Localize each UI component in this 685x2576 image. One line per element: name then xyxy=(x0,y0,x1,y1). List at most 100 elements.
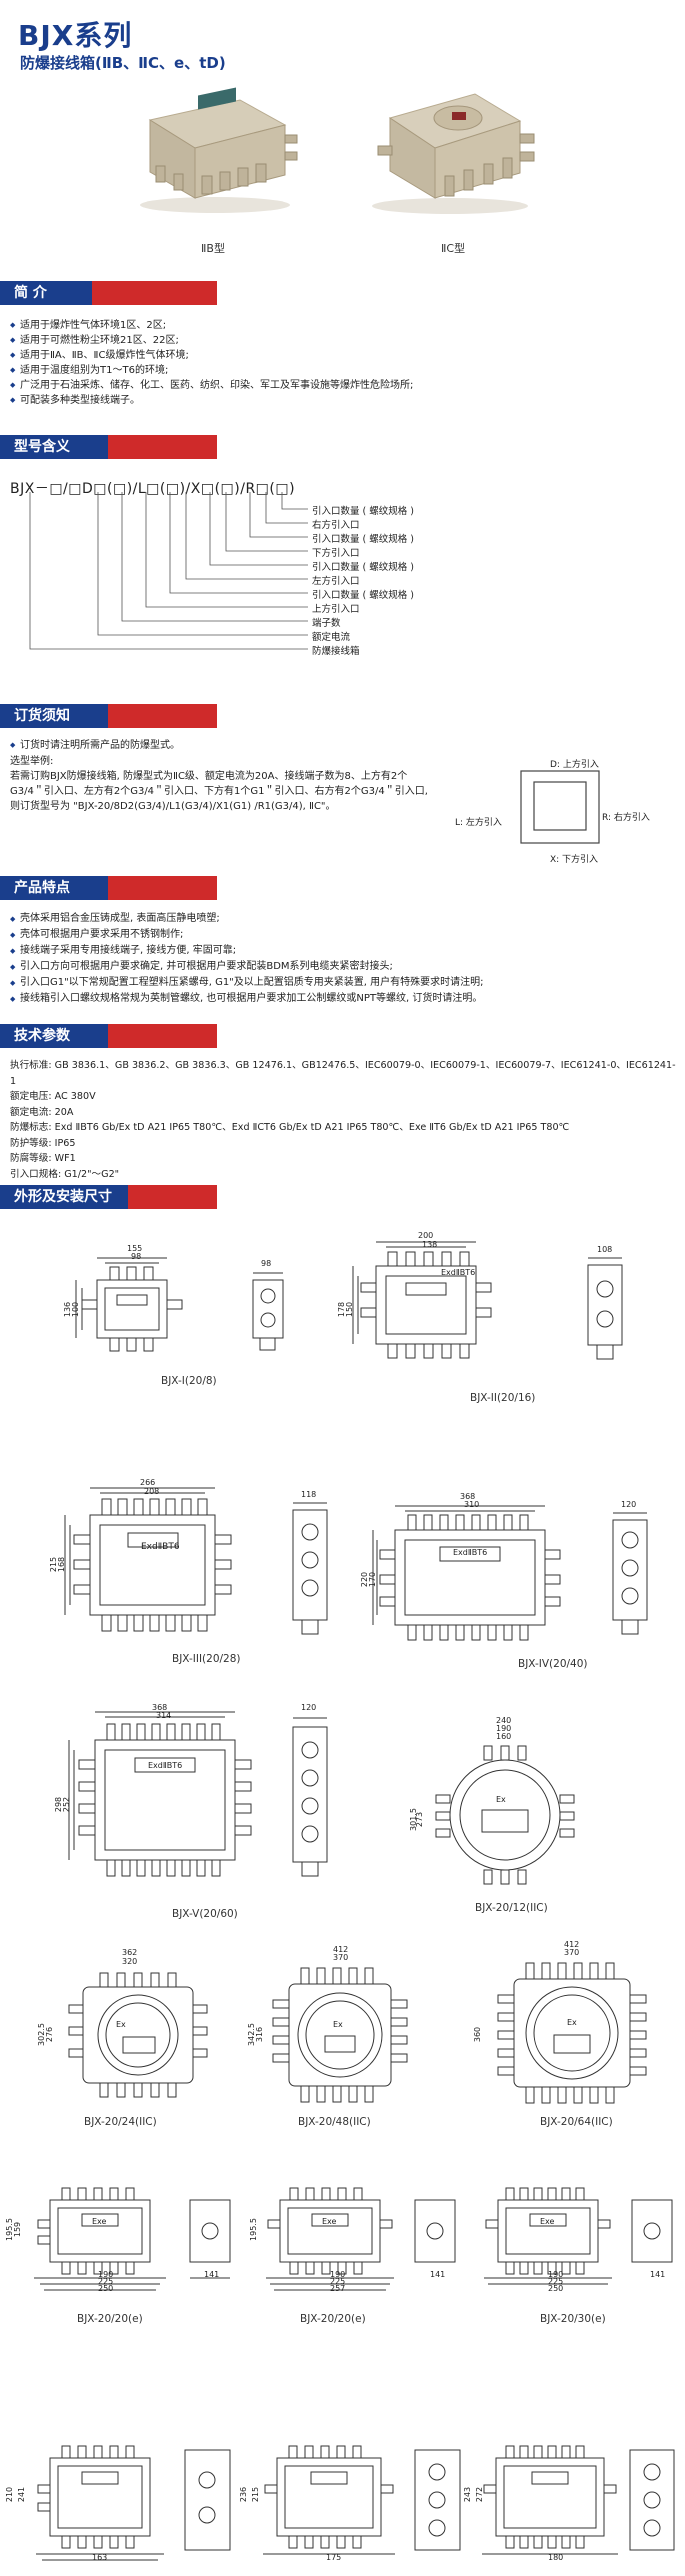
drawing-bottom-3 xyxy=(482,2445,675,2555)
features-list: 壳体采用铝合金压铸成型, 表面高压静电喷塑; 壳体可根据用户要求采用不锈钢制作;… xyxy=(10,911,484,1007)
product-caption-iic: ⅡC型 xyxy=(441,242,466,255)
dim-label: 108 xyxy=(597,1245,613,1254)
dim-label: 273 xyxy=(415,1811,425,1828)
direction-right-label: R: 右方引入 xyxy=(602,813,650,823)
drawing-bjx-iv-front xyxy=(372,1505,561,1641)
drawing-caption: BJX-IV(20/40) xyxy=(518,1658,588,1670)
intro-item: 适用于温度组别为T1～T6的环境; xyxy=(10,363,413,378)
intro-item: 适用于ⅡA、ⅡB、ⅡC级爆炸性气体环境; xyxy=(10,348,413,363)
plate-label: Exe xyxy=(92,2217,107,2226)
model-label: 引入口数量 ( 螺纹规格 ) xyxy=(312,590,414,601)
dim-label: 141 xyxy=(650,2270,666,2279)
tech-row: 额定电压: AC 380V xyxy=(10,1091,96,1102)
dim-label: 98 xyxy=(261,1259,272,1268)
dim-label: 150 xyxy=(345,1301,355,1318)
section-tech-header: 技术参数 xyxy=(0,1024,217,1048)
order-example: 选型举例: 若需订购BJX防爆接线箱, 防爆型式为ⅡC级、额定电流为20A、接线… xyxy=(10,754,470,814)
dim-label: 272 xyxy=(475,2486,485,2503)
tech-params: 执行标准: GB 3836.1、GB 3836.2、GB 3836.3、GB 1… xyxy=(10,1058,680,1182)
drawing-caption: BJX-20/30(e) xyxy=(540,2313,606,2325)
drawing-bjx-ii-side xyxy=(587,1257,623,1360)
dim-label: 412 xyxy=(333,1945,349,1954)
intro-item: 可配装多种类型接线端子。 xyxy=(10,393,413,408)
page-title: BJX系列 xyxy=(18,19,133,52)
intro-item: 适用于可燃性粉尘环境21区、22区; xyxy=(10,333,413,348)
dim-label: 370 xyxy=(564,1948,580,1957)
section-drawings-header: 外形及安装尺寸 xyxy=(0,1185,217,1209)
feature-item: 接线端子采用专用接线端子, 接线方便, 牢固可靠; xyxy=(10,943,484,959)
drawing-caption: BJX-II(20/16) xyxy=(470,1392,536,1404)
tech-row: 防爆标志: Exd ⅡBT6 Gb/Ex tD A21 IP65 T80℃、Ex… xyxy=(10,1122,570,1133)
model-label: 端子数 xyxy=(312,618,341,629)
order-line: 若需订购BJX防爆接线箱, 防爆型式为ⅡC级、额定电流为20A、接线端子数为8、… xyxy=(10,771,408,782)
intro-list: 适用于爆炸性气体环境1区、2区; 适用于可燃性粉尘环境21区、22区; 适用于Ⅱ… xyxy=(10,318,413,408)
dim-label: 190 xyxy=(98,2270,114,2279)
dim-label: 159 xyxy=(13,2221,23,2238)
drawing-caption: BJX-20/20(e) xyxy=(300,2313,366,2325)
drawing-bjx-v-side xyxy=(292,1717,328,1877)
drawing-caption: BJX-20/12(IIC) xyxy=(475,1902,548,1914)
plate-label: Ex xyxy=(116,2020,126,2029)
drawing-bottom-1 xyxy=(36,2445,231,2561)
tech-row: 防腐等级: WF1 xyxy=(10,1153,76,1164)
product-photo-iic xyxy=(372,93,535,214)
dim-label: 208 xyxy=(144,1487,160,1496)
section-drawings-label: 外形及安装尺寸 xyxy=(0,1185,128,1209)
section-tech-label: 技术参数 xyxy=(0,1024,108,1048)
tech-row: 防护等级: IP65 xyxy=(10,1137,76,1149)
dim-label: 170 xyxy=(368,1571,378,1588)
drawing-caption: BJX-20/20(e) xyxy=(77,2313,143,2325)
dim-label: 225 xyxy=(98,2277,114,2286)
model-label: 引入口数量 ( 螺纹规格 ) xyxy=(312,562,414,573)
order-line: G3/4＂引入口、左方有2个G3/4＂引入口、下方有1个G1＂引入口、右方有2个… xyxy=(10,786,428,797)
dim-label: 316 xyxy=(255,2026,265,2043)
plate-label: ExdⅡBT6 xyxy=(441,1268,476,1277)
order-line: 则订货型号为 "BJX-20/8D2(G3/4)/L1(G3/4)/X1(G1)… xyxy=(10,801,336,812)
dim-label: 310 xyxy=(464,1500,480,1509)
drawing-bjx-iv-side xyxy=(612,1512,648,1635)
dim-label: 100 xyxy=(71,1301,81,1318)
drawing-caption: BJX-V(20/60) xyxy=(172,1908,238,1920)
plate-label: ExdⅡBT6 xyxy=(148,1761,183,1770)
model-label: 上方引入口 xyxy=(312,604,360,615)
section-features-label: 产品特点 xyxy=(0,876,108,900)
direction-left-label: L: 左方引入 xyxy=(455,818,502,828)
feature-item: 壳体采用铝合金压铸成型, 表面高压静电喷塑; xyxy=(10,911,484,927)
plate-label: Ex xyxy=(567,2018,577,2027)
dim-label: 168 xyxy=(57,1556,67,1573)
plate-label: Ex xyxy=(496,1795,506,1804)
drawing-bjx-20-48-iic xyxy=(272,1967,408,2103)
plate-label: Ex xyxy=(333,2020,343,2029)
drawing-caption: BJX-I(20/8) xyxy=(161,1375,217,1387)
dim-label: 98 xyxy=(131,1252,142,1261)
model-label: 引入口数量 ( 螺纹规格 ) xyxy=(312,506,414,517)
intro-item: 广泛用于石油采炼、储存、化工、医药、纺织、印染、军工及军事设施等爆炸性危险场所; xyxy=(10,378,413,393)
dim-label: 266 xyxy=(140,1478,156,1487)
dim-label: 368 xyxy=(460,1492,476,1501)
tech-row: 引入口规格: G1/2"～G2" xyxy=(10,1168,120,1180)
drawing-bjx-20-24-iic xyxy=(68,1972,208,2098)
drawing-caption: BJX-20/24(IIC) xyxy=(84,2116,157,2128)
section-order-label: 订货须知 xyxy=(0,704,108,728)
drawing-bjx-20-20-e-b xyxy=(266,2187,456,2291)
entry-direction-diagram xyxy=(520,770,600,844)
model-label: 防爆接线箱 xyxy=(312,646,360,657)
dim-label: 175 xyxy=(326,2553,342,2562)
model-code-leader-lines xyxy=(29,492,308,650)
direction-bottom-label: X: 下方引入 xyxy=(550,855,599,865)
dim-label: 250 xyxy=(98,2284,114,2293)
dim-label: 241 xyxy=(17,2486,27,2503)
dim-label: 195.5 xyxy=(248,2218,258,2241)
model-label: 右方引入口 xyxy=(312,520,360,531)
dim-label: 190 xyxy=(496,1724,512,1733)
section-order-header: 订货须知 xyxy=(0,704,217,728)
dim-label: 120 xyxy=(621,1500,637,1509)
section-features-header: 产品特点 xyxy=(0,876,217,900)
drawing-bjx-v-front xyxy=(68,1711,252,1877)
tech-row: 执行标准: GB 3836.1、GB 3836.2、GB 3836.3、GB 1… xyxy=(10,1060,676,1087)
dim-label: 370 xyxy=(333,1953,349,1962)
drawing-bjx-20-20-e-a xyxy=(34,2187,231,2291)
page-subtitle: 防爆接线箱(ⅡB、ⅡC、e、tD) xyxy=(20,54,226,72)
model-label: 额定电流 xyxy=(312,632,351,643)
section-intro-header: 简 介 xyxy=(0,281,217,305)
